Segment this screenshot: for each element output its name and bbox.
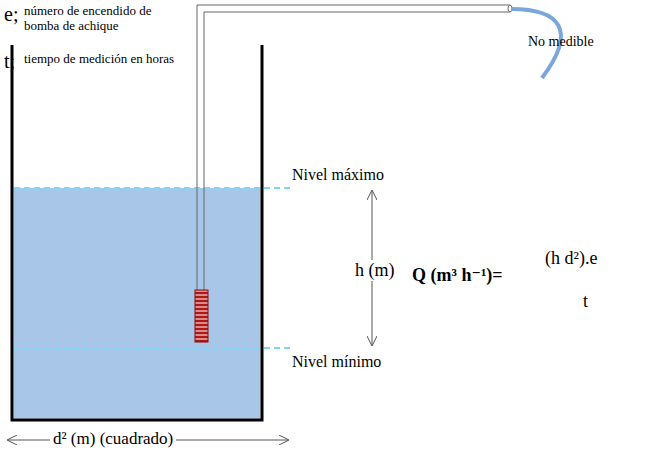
level-label: Nivel mínimo xyxy=(292,353,412,371)
min-level-line xyxy=(14,347,292,349)
discharge-pipe xyxy=(197,5,512,290)
variable-label: e; xyxy=(4,3,26,26)
formula: Q (m³ h⁻¹)= xyxy=(412,265,503,286)
note: número de encendido de bomba de achique xyxy=(24,4,184,34)
dimension-label: h (m) xyxy=(352,260,398,281)
tank-wall xyxy=(12,45,262,420)
formula: t xyxy=(583,291,588,312)
max-level-line xyxy=(14,187,292,189)
variable-label: t; xyxy=(4,50,26,73)
dimension-label: d² (m) (cuadrado) xyxy=(50,429,176,449)
note: No medible xyxy=(528,34,600,50)
level-label: Nivel máximo xyxy=(292,166,412,184)
water xyxy=(14,188,261,419)
formula: (h d²).e xyxy=(545,248,597,269)
note: tiempo de medición en horas xyxy=(24,52,184,67)
bilge-pump xyxy=(195,290,208,342)
